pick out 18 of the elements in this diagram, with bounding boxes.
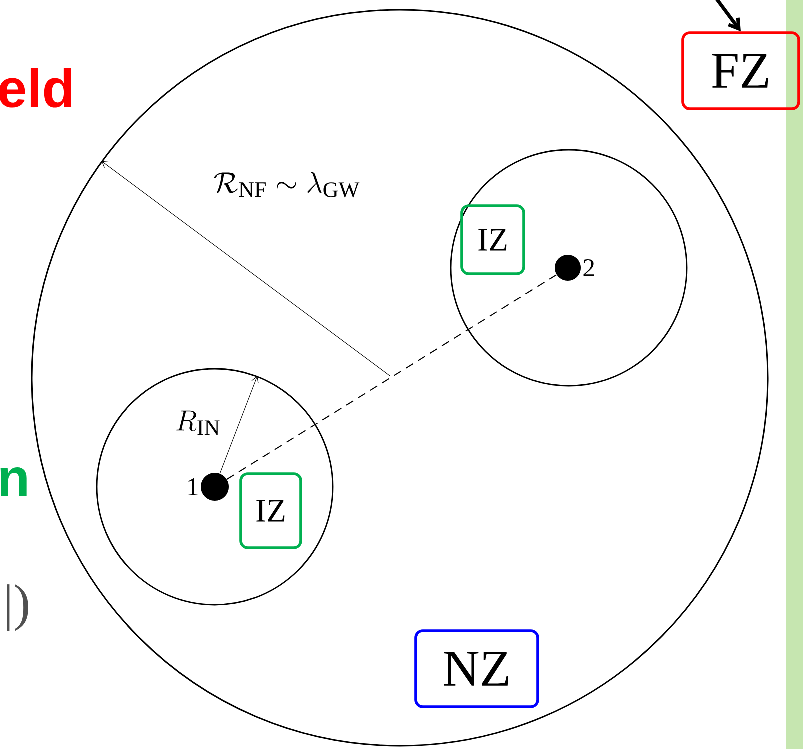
zone-tag: IZ bbox=[460, 204, 526, 276]
zone-circle bbox=[450, 149, 688, 387]
body-number: 1 bbox=[188, 478, 198, 496]
zone-tag: FZ bbox=[682, 32, 800, 110]
arrow bbox=[220, 376, 259, 474]
zone-tag: IZ bbox=[240, 472, 302, 550]
body-dot bbox=[201, 473, 229, 501]
arrow bbox=[102, 161, 390, 376]
zone-circle bbox=[96, 368, 334, 606]
body-number: 2 bbox=[584, 259, 594, 277]
edge-label: $R_{\mathrm{IN}}$ bbox=[176, 410, 220, 436]
zone-tag: NZ bbox=[414, 630, 540, 708]
title-fragment: n bbox=[0, 467, 27, 496]
connector-line bbox=[226, 274, 558, 480]
edge-label: $\mathcal{R}_{\mathrm{NF}} \sim \lambda_{\mathrm{GW}}$ bbox=[214, 172, 360, 198]
formula-fragment: |) bbox=[7, 584, 28, 632]
arrow bbox=[714, 0, 741, 32]
body-dot bbox=[555, 255, 581, 281]
